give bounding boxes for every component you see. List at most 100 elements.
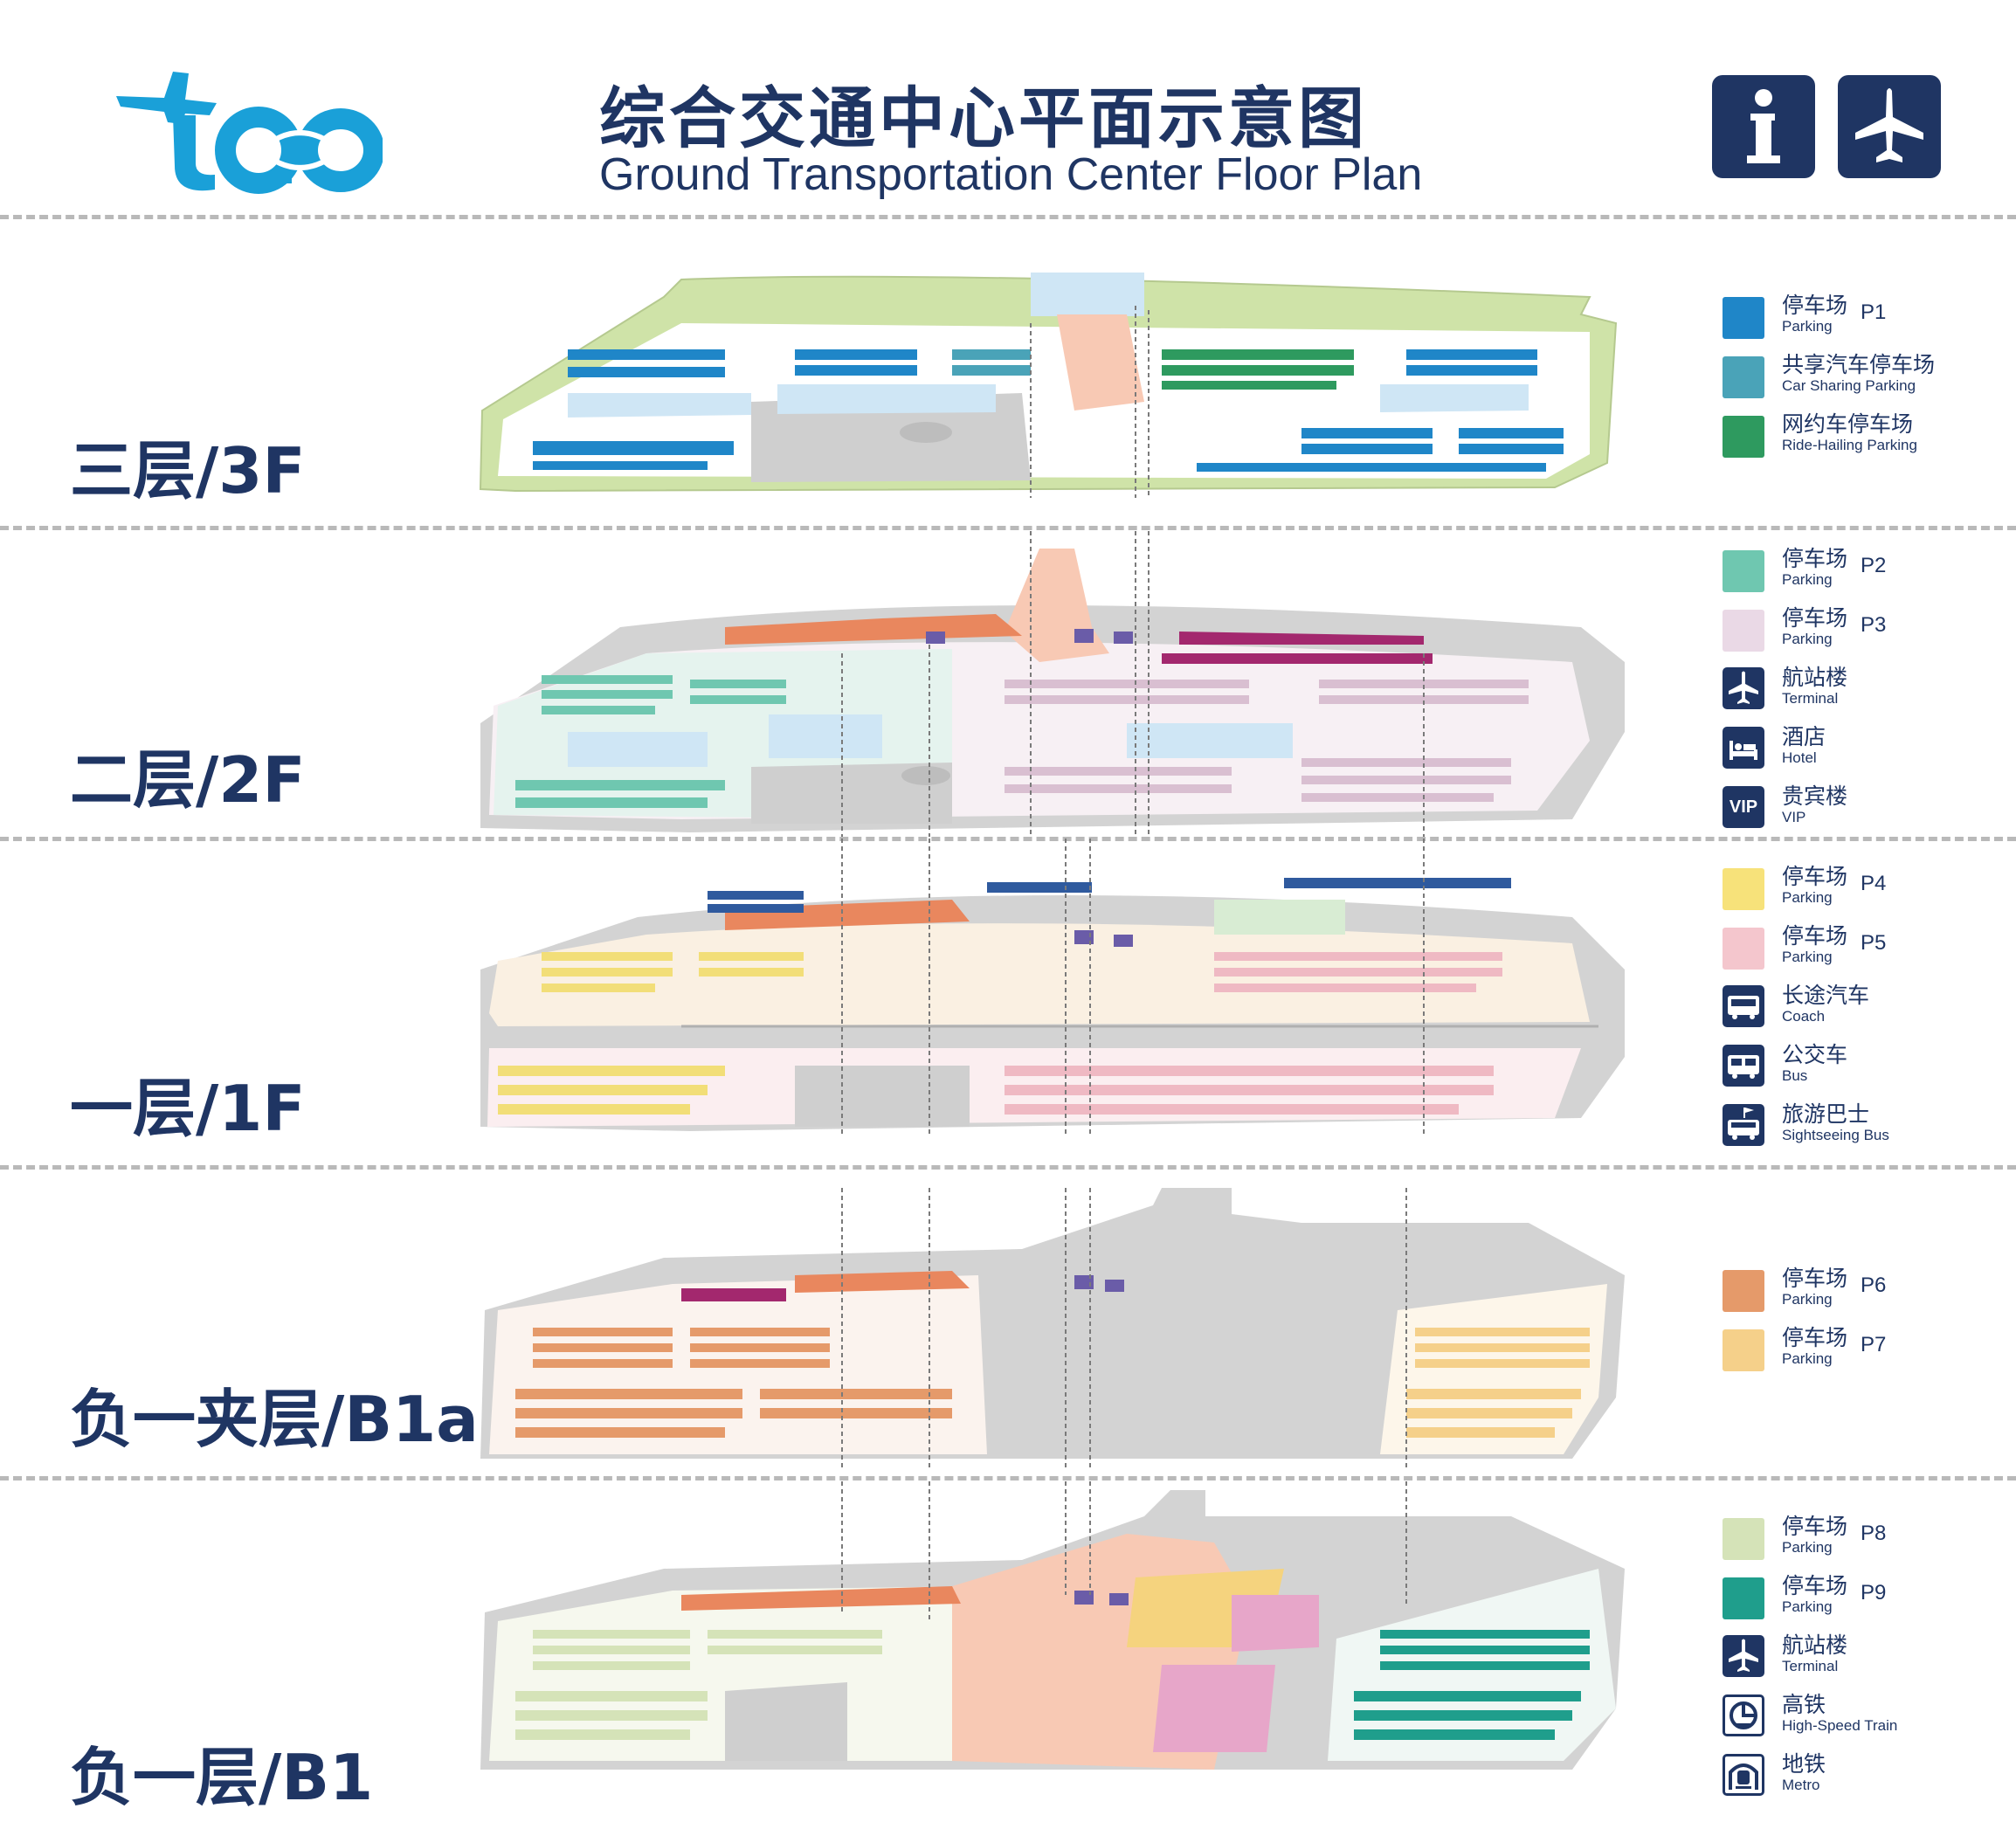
legend-cn: 旅游巴士	[1782, 1101, 1870, 1127]
divider	[0, 837, 2016, 841]
legend-item-bus: 公交车 Bus	[1721, 1038, 2009, 1095]
legend-cn: 航站楼	[1782, 1632, 1848, 1658]
floor-plan-3f[interactable]	[463, 262, 1651, 498]
legend-en: Bus	[1782, 1067, 1808, 1084]
swatch-p5	[1723, 928, 1764, 970]
bus-icon	[1723, 1045, 1764, 1087]
legend-cn: 停车场	[1782, 864, 1848, 889]
legend-code: P3	[1861, 613, 1887, 637]
legend-item-p9: 停车场 Parking P9	[1721, 1569, 2009, 1626]
airplane-icon	[1723, 1635, 1764, 1677]
floor-plan-1f[interactable]	[463, 839, 1651, 1135]
legend-en: Hotel	[1782, 749, 1817, 766]
swatch-p3	[1723, 610, 1764, 652]
swatch-p1	[1723, 297, 1764, 339]
legend-en: Car Sharing Parking	[1782, 377, 1916, 394]
legend-en: Ride-Hailing Parking	[1782, 437, 1917, 453]
legend-cn: 长途汽车	[1782, 983, 1870, 1008]
legend-cn: 停车场	[1782, 293, 1848, 318]
legend-code: P2	[1861, 554, 1887, 577]
legend-item-ride-hailing: 网约车停车场 Ride-Hailing Parking	[1721, 407, 2009, 465]
legend-code: P7	[1861, 1333, 1887, 1356]
legend-en: Parking	[1782, 1291, 1833, 1308]
airplane-icon	[1838, 75, 1941, 178]
legend-cn: 停车场	[1782, 1573, 1848, 1598]
legend-item-p4: 停车场 Parking P4	[1721, 859, 2009, 917]
legend-cn: 停车场	[1782, 923, 1848, 949]
legend-en: Parking	[1782, 631, 1833, 647]
metro-icon	[1723, 1754, 1764, 1796]
vip-icon-text: VIP	[1729, 797, 1758, 817]
legend-en: VIP	[1782, 809, 1806, 825]
coach-icon	[1723, 985, 1764, 1027]
legend-item-sightseeing-bus: 旅游巴士 Sightseeing Bus	[1721, 1097, 2009, 1155]
legend-code: P8	[1861, 1522, 1887, 1545]
page-title-en: Ground Transportation Center Floor Plan	[599, 149, 1423, 200]
legend-en: Parking	[1782, 1350, 1833, 1367]
legend-item-p7: 停车场 Parking P7	[1721, 1321, 2009, 1378]
legend-en: Parking	[1782, 889, 1833, 906]
legend-item-metro: 地铁 Metro	[1721, 1747, 2009, 1805]
sightseeing-bus-icon	[1723, 1104, 1764, 1146]
legend-cn: 地铁	[1782, 1751, 1826, 1777]
floor-plan-2f[interactable]	[463, 531, 1651, 837]
floor-label-b1a: 负一夹层/B1a	[70, 1383, 479, 1456]
swatch-p7	[1723, 1329, 1764, 1371]
swatch-p8	[1723, 1518, 1764, 1560]
legend-item-p1: 停车场 Parking P1	[1721, 288, 2009, 346]
legend-en: Parking	[1782, 318, 1833, 335]
legend-item-p6: 停车场 Parking P6	[1721, 1261, 2009, 1319]
legend-cn: 停车场	[1782, 1325, 1848, 1350]
legend-cn: 停车场	[1782, 605, 1848, 631]
legend-cn: 停车场	[1782, 1266, 1848, 1291]
legend-item-car-sharing: 共享汽车停车场 Car Sharing Parking	[1721, 348, 2009, 405]
swatch-p2	[1723, 550, 1764, 592]
legend-en: Parking	[1782, 1539, 1833, 1556]
vip-icon: VIP	[1723, 786, 1764, 828]
swatch-p6	[1723, 1270, 1764, 1312]
legend-code: P9	[1861, 1581, 1887, 1605]
legend-en: Sightseeing Bus	[1782, 1127, 1889, 1143]
legend-en: Parking	[1782, 571, 1833, 588]
legend-en: Coach	[1782, 1008, 1826, 1025]
legend-code: P4	[1861, 872, 1887, 895]
legend-cn: 停车场	[1782, 546, 1848, 571]
floor-plan-b1a[interactable]	[463, 1188, 1651, 1467]
floor-plan-b1[interactable]	[463, 1481, 1651, 1778]
legend-code: P5	[1861, 931, 1887, 955]
info-icon	[1712, 75, 1815, 178]
legend-en: Parking	[1782, 1598, 1833, 1615]
tao-logo	[112, 63, 384, 194]
divider	[0, 215, 2016, 219]
legend-cn: 航站楼	[1782, 665, 1848, 690]
legend-cn: 共享汽车停车场	[1782, 352, 1936, 377]
legend-cn: 高铁	[1782, 1692, 1826, 1717]
legend-cn: 网约车停车场	[1782, 411, 1914, 437]
legend-code: P6	[1861, 1273, 1887, 1297]
legend-item-coach: 长途汽车 Coach	[1721, 978, 2009, 1036]
legend-cn: 酒店	[1782, 724, 1826, 749]
legend-item-terminal: 航站楼 Terminal	[1721, 660, 2009, 718]
legend-cn: 贵宾楼	[1782, 783, 1848, 809]
legend-item-high-speed-train: 高铁 High-Speed Train	[1721, 1688, 2009, 1745]
high-speed-train-icon	[1723, 1694, 1764, 1736]
legend-en: Terminal	[1782, 690, 1839, 707]
legend-code: P1	[1861, 300, 1887, 324]
floor-label-3f: 三层/3F	[70, 434, 306, 507]
legend-item-hotel: 酒店 Hotel	[1721, 720, 2009, 777]
legend-item-p8: 停车场 Parking P8	[1721, 1509, 2009, 1567]
legend-cn: 停车场	[1782, 1514, 1848, 1539]
legend-item-p2: 停车场 Parking P2	[1721, 542, 2009, 599]
legend-item-p5: 停车场 Parking P5	[1721, 919, 2009, 977]
swatch-car-sharing	[1723, 356, 1764, 398]
divider	[0, 1165, 2016, 1170]
swatch-p9	[1723, 1577, 1764, 1619]
divider	[0, 526, 2016, 530]
legend-en: High-Speed Train	[1782, 1717, 1898, 1734]
legend-item-p3: 停车场 Parking P3	[1721, 601, 2009, 659]
divider	[0, 1476, 2016, 1480]
floor-label-1f: 一层/1F	[70, 1072, 306, 1145]
airplane-icon	[1723, 667, 1764, 709]
legend-cn: 公交车	[1782, 1042, 1848, 1067]
swatch-ride-hailing	[1723, 416, 1764, 458]
